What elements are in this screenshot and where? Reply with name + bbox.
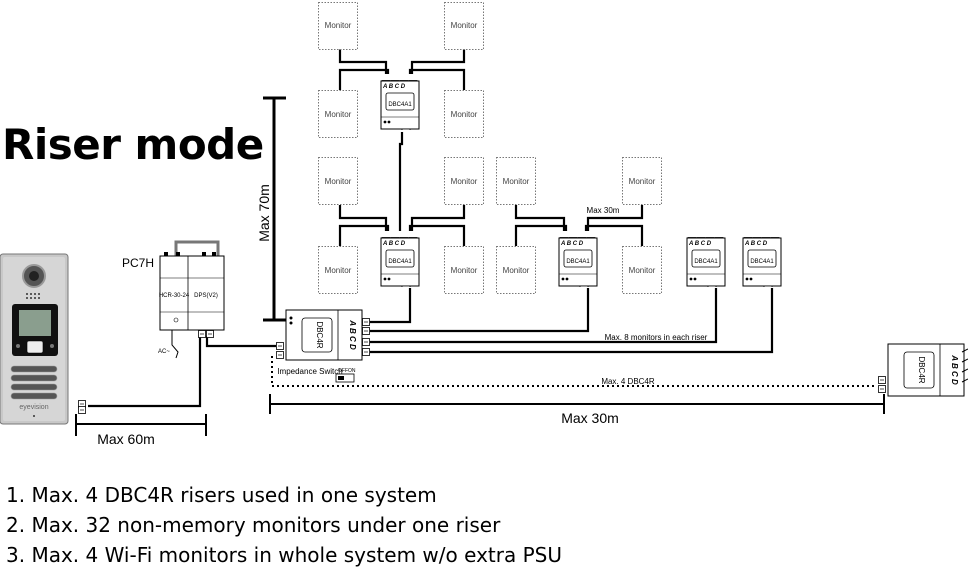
svg-text:A B C D: A B C D [348, 319, 357, 350]
svg-text:DPS(V2): DPS(V2) [194, 293, 218, 299]
svg-text:A B C D: A B C D [950, 354, 959, 385]
dbc4a1-device: A B C D DBC4A1 [558, 237, 598, 287]
wiring [88, 49, 876, 408]
svg-text:Monitor: Monitor [503, 177, 530, 186]
max-30m-top-label: Max 30m [587, 206, 620, 215]
note-item: 3. Max. 4 Wi-Fi monitors in whole system… [6, 543, 562, 567]
dimensions [75, 96, 885, 436]
max-70m-label: Max 70m [256, 184, 272, 242]
max-30m-bottom-label: Max 30m [561, 410, 619, 426]
svg-text:A B C D: A B C D [688, 241, 712, 247]
dbc4a1-device: A B C D DBC4A1 [380, 80, 420, 130]
dbc4a1-distributors: A B C D DBC4A1 A B C D DBC4A1 A B C D DB… [380, 80, 782, 287]
monitor: Monitor [444, 2, 484, 50]
dbc4r-main: DBC4R A B C D Impedance Switch OFF ON [276, 309, 370, 383]
impedance-switch [335, 373, 355, 383]
svg-text:A B C D: A B C D [382, 84, 406, 90]
svg-text:DBC4A1: DBC4A1 [566, 259, 590, 265]
svg-text:AC~: AC~ [158, 349, 170, 355]
max-8-monitors-label: Max. 8 monitors in each riser [605, 333, 708, 342]
monitor: Monitor [444, 157, 484, 205]
svg-text:Impedance Switch: Impedance Switch [277, 367, 342, 376]
svg-text:A B C D: A B C D [382, 241, 406, 247]
svg-text:Monitor: Monitor [629, 177, 656, 186]
monitor: Monitor [318, 246, 358, 294]
dbc4a1-device: A B C D DBC4A1 [686, 237, 726, 287]
monitor: Monitor [444, 90, 484, 138]
monitors: Monitor Monitor Monitor Monitor Monitor … [318, 2, 662, 294]
monitor: Monitor [318, 90, 358, 138]
svg-text:Monitor: Monitor [451, 21, 478, 30]
door-station-panel: eyevision [0, 253, 86, 425]
dbc4a1-device: A B C D DBC4A1 [380, 237, 420, 287]
note-item: 2. Max. 32 non-memory monitors under one… [6, 513, 501, 537]
monitor: Monitor [444, 246, 484, 294]
svg-text:Monitor: Monitor [325, 21, 352, 30]
svg-text:OFF: OFF [338, 368, 348, 374]
monitor: Monitor [622, 246, 662, 294]
svg-text:DBC4A1: DBC4A1 [388, 102, 412, 108]
svg-text:ON: ON [348, 368, 356, 374]
svg-text:Monitor: Monitor [451, 110, 478, 119]
page-title: Riser mode [2, 120, 264, 169]
svg-text:Monitor: Monitor [325, 177, 352, 186]
svg-text:Monitor: Monitor [325, 266, 352, 275]
svg-text:DBC4A1: DBC4A1 [750, 259, 774, 265]
svg-text:DBC4R: DBC4R [917, 356, 926, 383]
svg-text:Monitor: Monitor [325, 110, 352, 119]
monitor: Monitor [622, 157, 662, 205]
max-4-dbc4r-label: Max. 4 DBC4R [601, 377, 655, 386]
svg-text:HCR-30-24: HCR-30-24 [159, 293, 190, 299]
dbc4a1-device: A B C D DBC4A1 [742, 237, 782, 287]
svg-text:A B C D: A B C D [560, 241, 584, 247]
monitor: Monitor [318, 2, 358, 50]
svg-text:A B C D: A B C D [744, 241, 768, 247]
max-60m-label: Max 60m [97, 431, 155, 447]
svg-text:Monitor: Monitor [629, 266, 656, 275]
svg-text:PC7H: PC7H [122, 256, 154, 270]
note-item: 1. Max. 4 DBC4R risers used in one syste… [6, 483, 437, 507]
monitor: Monitor [496, 246, 536, 294]
monitor: Monitor [496, 157, 536, 205]
svg-text:Monitor: Monitor [451, 266, 478, 275]
svg-text:DBC4R: DBC4R [315, 321, 324, 348]
svg-text:Monitor: Monitor [503, 266, 530, 275]
right-edge-wire-tails [961, 348, 968, 383]
dbc4r-secondary: DBC4R A B C D [878, 343, 965, 397]
monitor: Monitor [318, 157, 358, 205]
svg-text:DBC4A1: DBC4A1 [694, 259, 718, 265]
svg-text:Monitor: Monitor [451, 177, 478, 186]
pc7h-power-supply: PC7H HCR-30-24 DPS(V2) AC~ [122, 240, 225, 359]
notes-list: 1. Max. 4 DBC4R risers used in one syste… [6, 480, 562, 570]
svg-text:eyevision: eyevision [19, 404, 48, 411]
svg-text:DBC4A1: DBC4A1 [388, 259, 412, 265]
